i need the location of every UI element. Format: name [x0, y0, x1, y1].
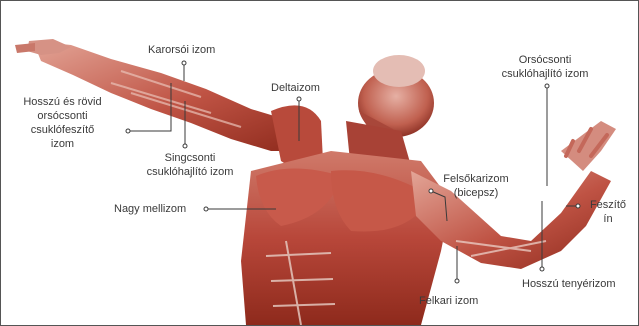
label-line: izom	[5, 137, 120, 151]
label-singcsonti-csuklohajlito-izom: Singcsonti csuklóhajlító izom	[135, 151, 245, 179]
label-felkari-izom: Felkari izom	[419, 294, 478, 308]
label-line: Feszítő	[583, 198, 633, 212]
label-karorsoi-izom: Karorsói izom	[148, 43, 215, 57]
label-orsocsonti-csuklohajlito-izom: Orsócsonti csuklóhajlító izom	[487, 53, 603, 81]
label-line: orsócsonti	[5, 109, 120, 123]
label-line: (bicepsz)	[431, 186, 521, 200]
label-line: csuklóhajlító izom	[135, 165, 245, 179]
label-line: Felsőkarizom	[431, 172, 521, 186]
label-hosszu-tenyerizom: Hosszú tenyérizom	[522, 277, 616, 291]
label-line: csuklóhajlító izom	[487, 67, 603, 81]
label-hosszu-es-rovid-orsocsonti-csuklofeszito-izom: Hosszú és rövid orsócsonti csuklófeszítő…	[5, 95, 120, 151]
label-feszito-in: Feszítő ín	[583, 198, 633, 226]
label-felsokarizom-bicepsz: Felsőkarizom (bicepsz)	[431, 172, 521, 200]
label-line: csuklófeszítő	[5, 123, 120, 137]
label-deltaizom: Deltaizom	[271, 81, 320, 95]
label-line: Orsócsonti	[487, 53, 603, 67]
label-line: ín	[583, 212, 633, 226]
label-line: Singcsonti	[135, 151, 245, 165]
label-line: Hosszú és rövid	[5, 95, 120, 109]
label-nagy-mellizom: Nagy mellizom	[114, 202, 186, 216]
